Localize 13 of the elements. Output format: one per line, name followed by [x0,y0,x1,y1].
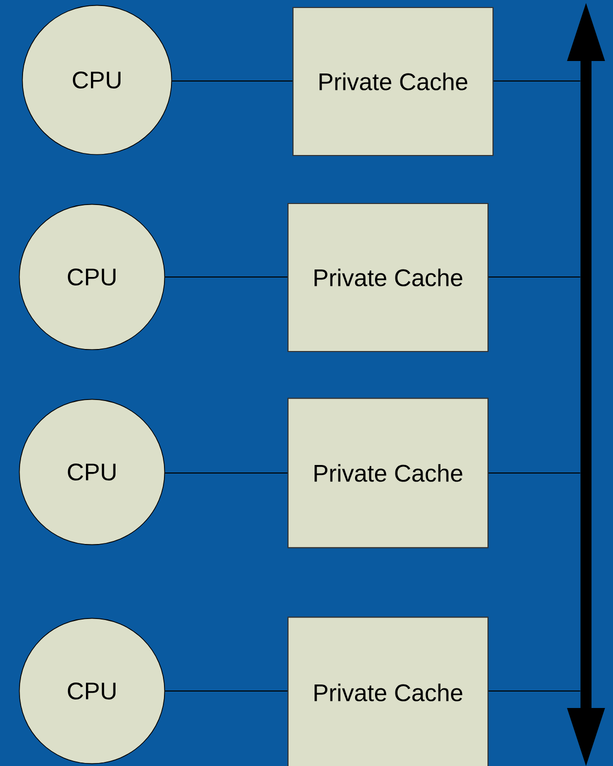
connector-line [488,276,580,278]
cache-box: Private Cache [287,202,489,352]
connector-line [165,472,288,474]
connector-line [488,472,580,474]
connector-line [488,690,580,692]
cache-box: Private Cache [287,398,489,548]
connector-line [165,276,288,278]
connector-line [494,80,580,82]
connector-line [165,690,288,692]
connector-line [172,80,292,82]
cache-box: Private Cache [287,616,489,766]
bus-arrow [567,2,606,766]
cache-box: Private Cache [292,6,494,156]
